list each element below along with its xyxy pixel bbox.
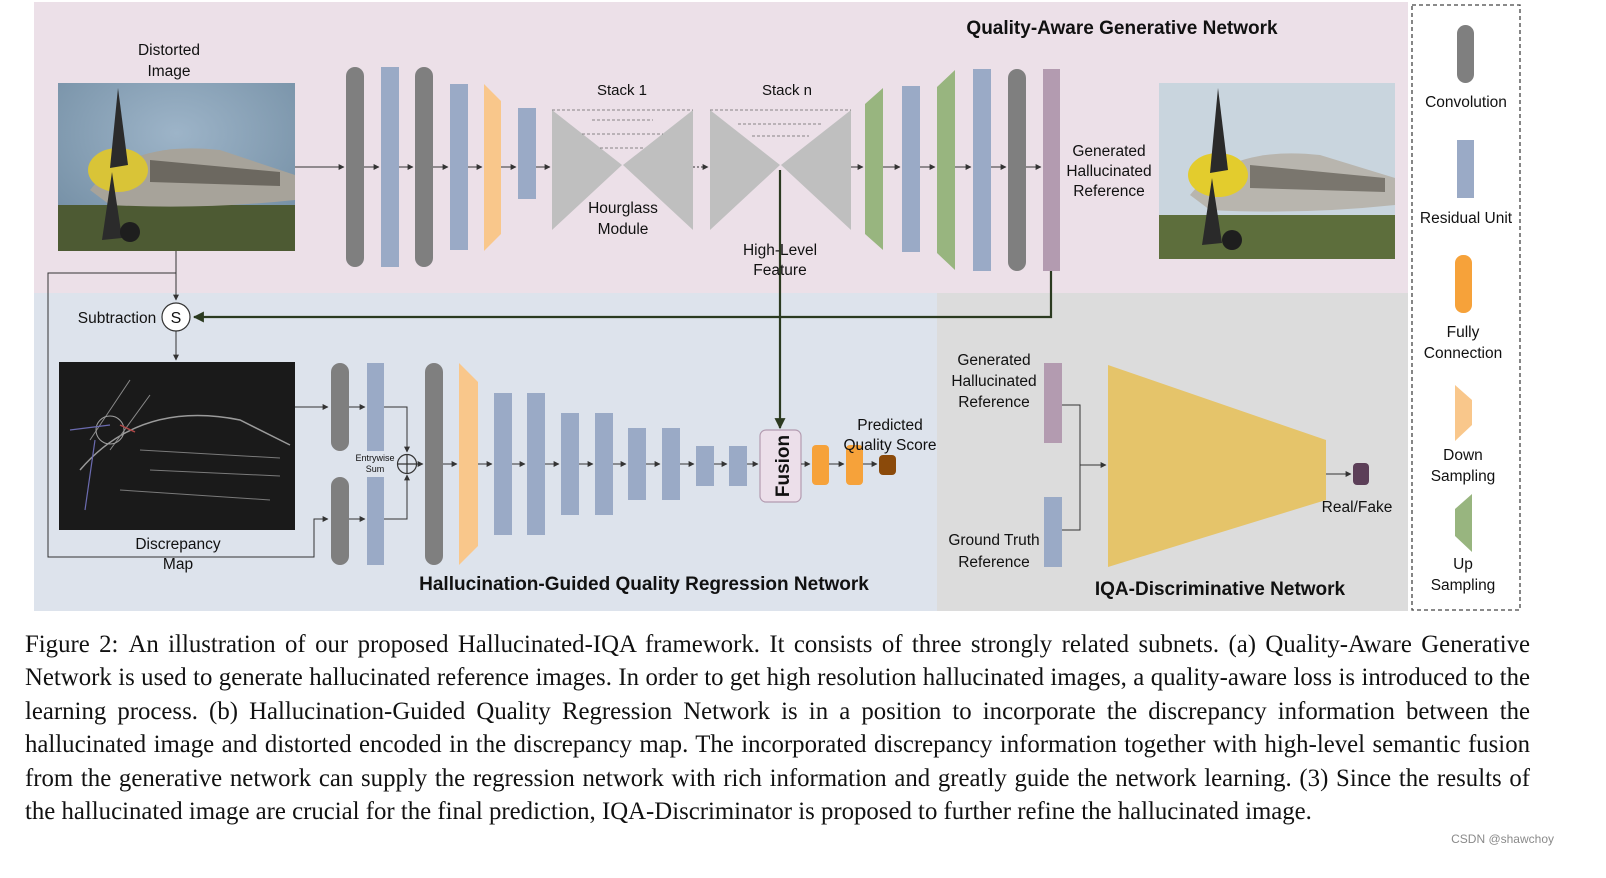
discriminative-title: IQA-Discriminative Network [1095,579,1346,600]
figure-label: Figure 2: [25,631,119,658]
disc-hallucinated-input [1044,363,1062,443]
reg-residual-8 [729,446,747,486]
legend-down-sampling-label-2: Sampling [1431,468,1496,485]
gen-up-sampling-1 [865,88,883,250]
reg-residual-6 [662,428,680,500]
gen-residual-5 [973,69,991,271]
reg-fully-connection-1 [812,445,829,485]
legend-up-sampling-label-1: Up [1453,556,1473,573]
predicted-score-node [879,455,896,475]
hallucinated-to-subtraction [192,271,1053,323]
reg-residual-b [367,477,384,565]
gen-ref-label-3: Reference [1073,183,1145,200]
legend-up-sampling-swatch [1455,494,1472,552]
gen-convolution-2 [415,67,433,267]
legend-fully-connection-swatch [1455,255,1472,313]
reg-residual-2 [527,393,545,535]
discrepancy-map-image [59,362,295,530]
gen-hallucinated-feature [1043,69,1060,271]
disc-ground-truth-input [1044,497,1062,567]
hourglass-stack-n [710,109,851,230]
discrepancy-label-2: Map [163,556,193,573]
reg-residual-a [367,363,384,451]
reg-convolution-a [331,363,349,451]
fusion-label: Fusion [773,435,794,497]
high-level-label-2: Feature [753,262,806,279]
figure-caption: Figure 2:An illustration of our proposed… [25,628,1530,828]
reg-fully-connection-2 [846,445,863,485]
hallucinated-reference-image [1159,83,1395,259]
legend-residual-swatch [1457,140,1474,198]
gen-residual-1 [381,67,399,267]
legend-down-sampling-swatch [1455,385,1472,441]
caption-text: An illustration of our proposed Hallucin… [25,631,1531,826]
discriminator-trapezoid [1108,365,1326,567]
reg-down-sampling [459,363,478,565]
entrywise-label-1: Entrywise [355,453,394,463]
regression-title: Hallucination-Guided Quality Regression … [419,574,869,595]
legend-up-sampling-label-2: Sampling [1431,577,1496,594]
predicted-label-1: Predicted [857,417,922,434]
gt-label-1: Ground Truth [948,532,1039,549]
fusion-block [759,429,802,503]
distorted-image [58,83,295,251]
gen-down-sampling [484,84,501,251]
high-level-label-1: High-Level [743,242,817,259]
gen-residual-3 [518,108,536,199]
stack-1-label: Stack 1 [597,82,647,99]
disc-gen-ref-label-3: Reference [958,394,1030,411]
subtraction-label: Subtraction [78,310,156,327]
stack-n-label: Stack n [762,82,812,99]
entrywise-label-2: Sum [366,464,385,474]
framework-diagram: Quality-Aware Generative Network Halluci… [34,2,1521,611]
disc-arrows [1062,404,1352,531]
distorted-bypass-path [47,272,329,558]
gt-label-2: Reference [958,554,1030,571]
legend-convolution-swatch [1457,25,1474,83]
legend-convolution-label: Convolution [1425,94,1507,111]
reg-residual-1 [494,393,512,535]
realfake-output-node [1353,463,1369,485]
reg-residual-5 [628,428,646,500]
reg-residual-3 [561,413,579,515]
hourglass-label-2: Module [598,221,649,238]
reg-residual-7 [696,446,714,486]
gen-convolution-3 [1008,69,1026,271]
branch-arrows [349,404,410,522]
legend-fully-connection-label-1: Fully [1447,324,1480,341]
gen-up-sampling-2 [937,70,955,270]
discrepancy-label-1: Discrepancy [135,536,221,553]
disc-gen-ref-label-2: Hallucinated [951,373,1036,390]
gen-ref-label-1: Generated [1072,143,1145,160]
distorted-image-label-1: Distorted [138,42,200,59]
reg-convolution-c [425,363,443,565]
predicted-label-2: Quality Score [843,437,936,454]
reg-convolution-b [331,477,349,565]
generative-title: Quality-Aware Generative Network [966,18,1278,39]
subtraction-symbol: S [171,310,182,327]
reg-residual-4 [595,413,613,515]
legend-down-sampling-label-1: Down [1443,447,1483,464]
disc-gen-ref-label-1: Generated [957,352,1030,369]
legend-fully-connection-label-2: Connection [1424,345,1502,362]
gen-convolution-1 [346,67,364,267]
gen-ref-label-2: Hallucinated [1066,163,1151,180]
hourglass-stack-1 [552,109,693,230]
gen-residual-2 [450,84,468,250]
watermark: CSDN @shawchoy [1451,832,1554,846]
legend-residual-label: Residual Unit [1420,210,1513,227]
gen-residual-4 [902,86,920,252]
distorted-image-label-2: Image [147,63,190,80]
realfake-label: Real/Fake [1322,499,1393,516]
hourglass-label-1: Hourglass [588,200,658,217]
